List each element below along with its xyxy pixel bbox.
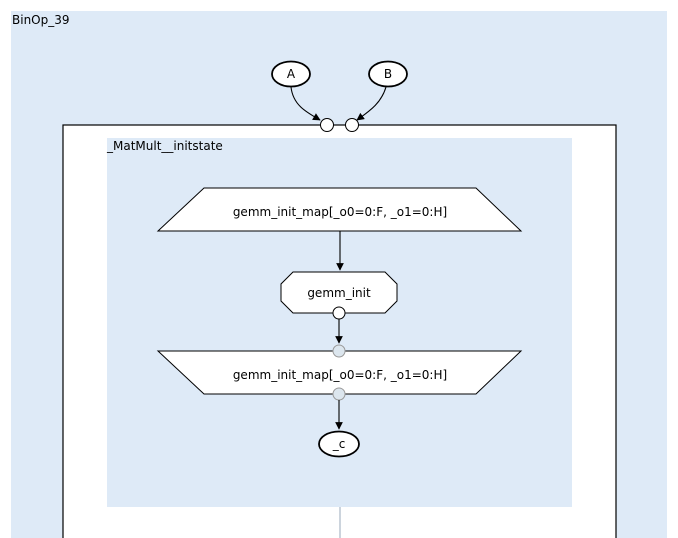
edge-a-to-connector[interactable] <box>290 86 321 121</box>
nested-in-connector-a[interactable] <box>320 118 334 132</box>
map-exit-label: gemm_init_map[_o0=0:F, _o1=0:H] <box>233 368 447 382</box>
access-node-a[interactable]: A <box>271 60 311 88</box>
map-entry-label: gemm_init_map[_o0=0:F, _o1=0:H] <box>233 205 447 219</box>
map-exit[interactable]: gemm_init_map[_o0=0:F, _o1=0:H] <box>156 350 523 395</box>
access-node-c[interactable]: _c <box>318 430 360 458</box>
tasklet-label: gemm_init <box>307 286 371 300</box>
map-exit-in-connector[interactable] <box>332 344 346 358</box>
map-exit-out-connector[interactable] <box>332 387 346 401</box>
tasklet-out-connector[interactable] <box>332 306 346 320</box>
edge-b-to-connector[interactable] <box>356 86 387 121</box>
nested-in-connector-b[interactable] <box>345 118 359 132</box>
access-node-a-label: A <box>287 67 296 81</box>
access-node-b[interactable]: B <box>368 60 408 88</box>
access-node-c-label: _c <box>332 437 346 451</box>
map-entry[interactable]: gemm_init_map[_o0=0:F, _o1=0:H] <box>156 187 523 232</box>
inner-state-label: _MatMult__initstate <box>106 139 223 153</box>
tasklet[interactable]: gemm_init <box>280 271 398 314</box>
outer-state-label: BinOp_39 <box>12 13 70 27</box>
access-node-b-label: B <box>384 67 392 81</box>
